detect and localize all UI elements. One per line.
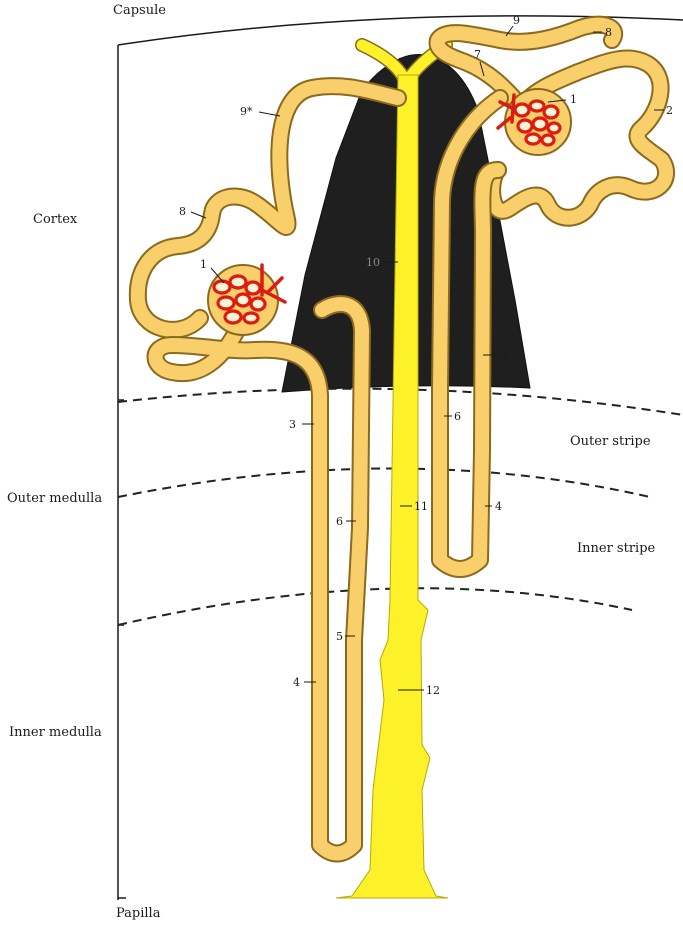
callout-3-right: 3 [500,349,507,362]
callout-3-left: 3 [289,418,296,431]
callout-1-right: 1 [570,93,577,106]
callout-9-star: 9* [240,105,253,118]
callout-8-left: 8 [179,205,186,218]
callout-9: 9 [513,14,520,27]
callout-11: 11 [414,500,428,513]
callout-10: 10 [366,256,380,269]
boundary-outer-inner-stripe [118,469,650,498]
callout-2: 2 [666,104,673,117]
boundary-inner-stripe-inner-medulla [118,588,632,625]
callout-1-left: 1 [200,258,207,271]
label-cortex: Cortex [33,212,78,227]
label-outer-medulla: Outer medulla [7,491,102,506]
callout-7: 7 [474,48,481,61]
callout-6-left: 6 [336,515,343,528]
label-inner-medulla: Inner medulla [9,725,102,740]
label-papilla: Papilla [116,906,161,921]
label-outer-stripe: Outer stripe [570,434,651,449]
label-capsule: Capsule [113,3,166,18]
callout-4-right: 4 [495,500,502,513]
callout-5: 5 [336,630,343,643]
callout-8-right: 8 [605,26,612,39]
callout-6-right: 6 [454,410,461,423]
callout-4-left: 4 [293,676,300,689]
label-inner-stripe: Inner stripe [577,541,656,556]
callout-12: 12 [426,684,440,697]
